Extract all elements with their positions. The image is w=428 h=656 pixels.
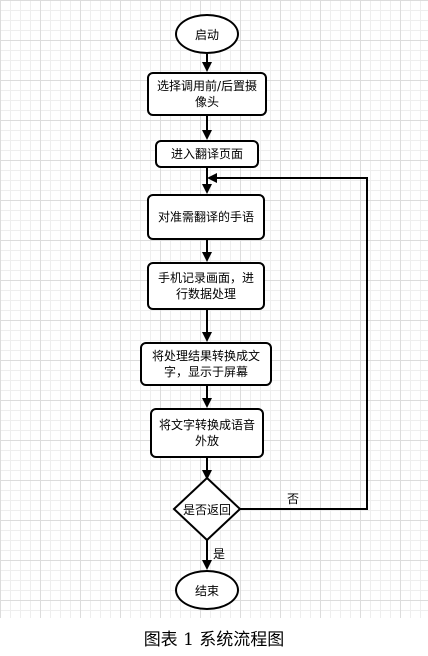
decision-diamond — [172, 476, 242, 542]
yes-branch-label: 是 — [213, 547, 226, 561]
flowchart-connectors — [172, 54, 368, 570]
step-convert-to-text: 将处理结果转换成文字，显示于屏幕 — [140, 342, 272, 386]
step-text-to-speech: 将文字转换成语音外放 — [150, 408, 264, 458]
step-record-process: 手机记录画面，进行数据处理 — [147, 262, 265, 310]
arrow-decision-loop-back — [207, 173, 368, 510]
end-node: 结束 — [175, 570, 239, 610]
figure-caption: 图表 1 系统流程图 — [143, 630, 285, 650]
step-select-camera: 选择调用前/后置摄像头 — [147, 72, 267, 116]
no-branch-label: 否 — [287, 492, 300, 506]
step-aim-sign-language: 对准需翻译的手语 — [147, 194, 265, 240]
start-node: 启动 — [175, 14, 239, 54]
step-enter-translate-page: 进入翻译页面 — [155, 140, 259, 168]
flowchart-canvas: 启动 选择调用前/后置摄像头 进入翻译页面 对准需翻译的手语 手机记录画面，进行… — [0, 0, 428, 618]
decision-label: 是否返回 — [182, 503, 231, 517]
